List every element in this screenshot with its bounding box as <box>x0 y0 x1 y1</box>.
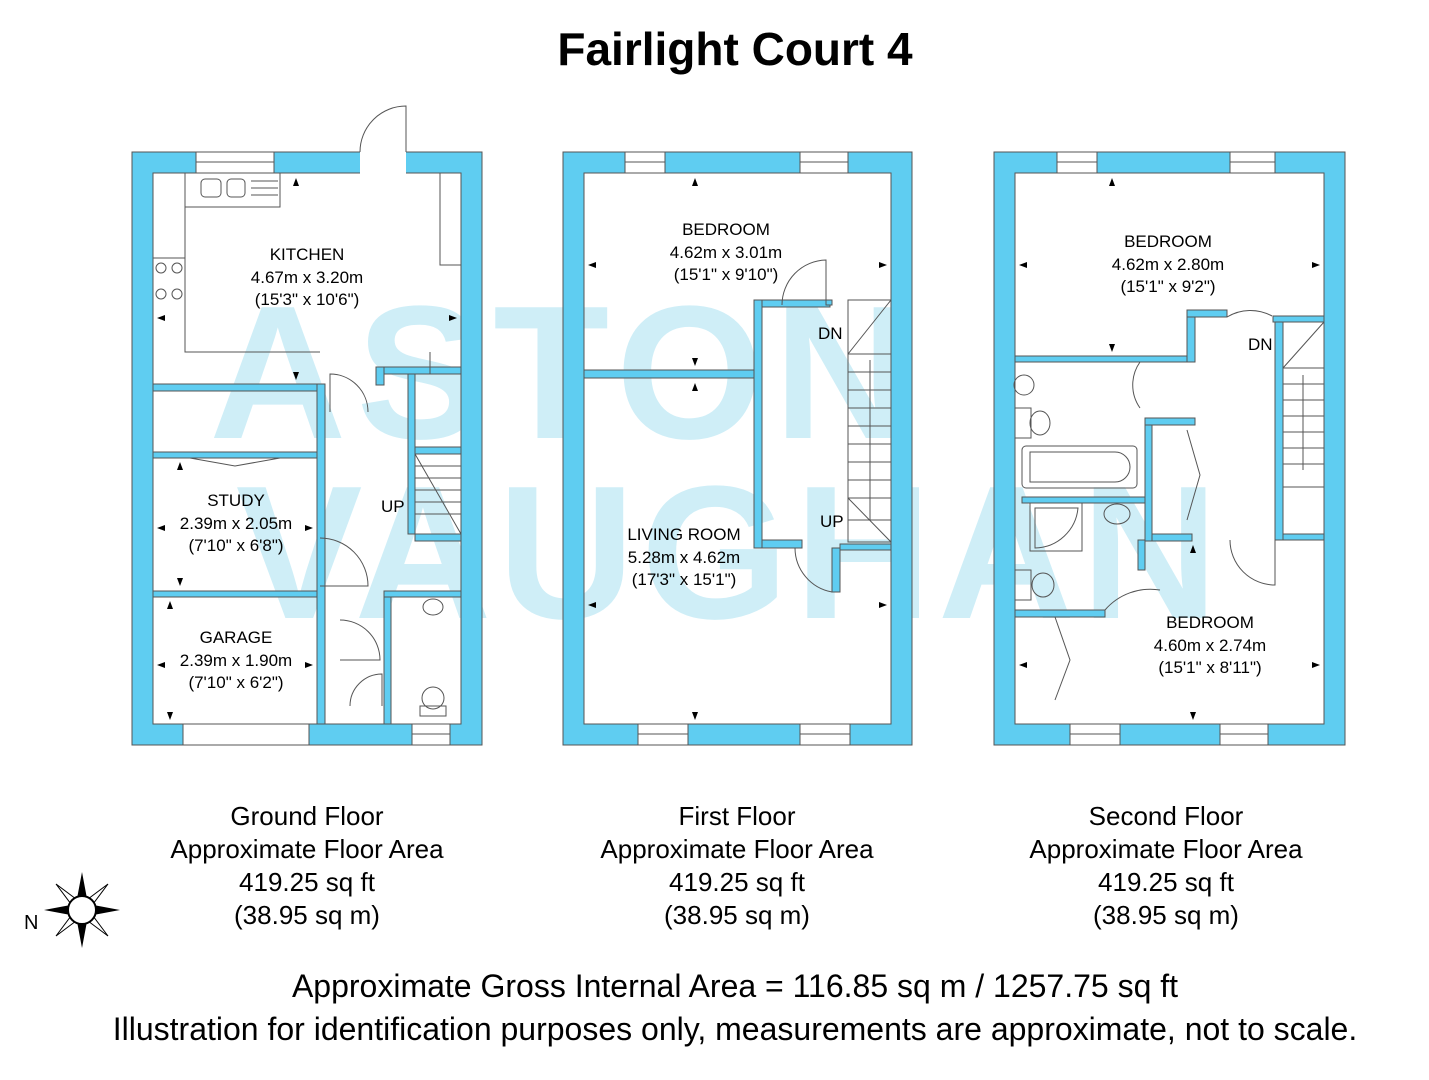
room-size-imperial: (15'3" x 10'6") <box>255 290 360 309</box>
room-name: LIVING ROOM <box>627 525 740 544</box>
first-floor-outer-wall <box>562 151 913 746</box>
floor-area-sqft: 419.25 sq ft <box>669 867 805 897</box>
room-name: KITCHEN <box>270 245 345 264</box>
room-size-metric: 4.62m x 2.80m <box>1112 255 1224 274</box>
room-size-metric: 4.62m x 3.01m <box>670 243 782 262</box>
floor-name: Ground Floor <box>230 801 384 831</box>
room-size-imperial: (7'10" x 6'2") <box>188 673 283 692</box>
stair-label-down: DN <box>818 324 843 343</box>
floor-area-label: Approximate Floor Area <box>170 834 444 864</box>
second-floor-plan: DN BEDROOM 4.62m x 2.80m (15'1" x 9'2") … <box>993 151 1346 746</box>
room-size-imperial: (7'10" x 6'8") <box>188 536 283 555</box>
room-name: BEDROOM <box>682 220 770 239</box>
plan-title: Fairlight Court 4 <box>557 23 913 75</box>
room-size-imperial: (17'3" x 15'1") <box>632 570 737 589</box>
ground-floor-plan: UP KITCHEN 4.67m x 3.20m (15'3" x 10'6")… <box>131 105 483 746</box>
room-size-metric: 5.28m x 4.62m <box>628 548 740 567</box>
ground-floor-caption: Ground Floor Approximate Floor Area 419.… <box>107 800 507 932</box>
room-size-metric: 4.67m x 3.20m <box>251 268 363 287</box>
room-size-imperial: (15'1" x 9'10") <box>674 265 779 284</box>
first-floor-plan: DN UP BEDROOM 4.62m x 3.01m (15'1" x 9'1… <box>562 151 913 746</box>
floor-area-sqft: 419.25 sq ft <box>239 867 375 897</box>
floor-area-label: Approximate Floor Area <box>600 834 874 864</box>
first-floor-caption: First Floor Approximate Floor Area 419.2… <box>537 800 937 932</box>
room-name: BEDROOM <box>1124 232 1212 251</box>
room-size-metric: 2.39m x 2.05m <box>180 514 292 533</box>
room-name: GARAGE <box>200 628 273 647</box>
disclaimer: Illustration for identification purposes… <box>112 1011 1358 1047</box>
floor-area-sqft: 419.25 sq ft <box>1098 867 1234 897</box>
compass-north-label: N <box>24 912 38 934</box>
stair-label-up: UP <box>820 512 844 531</box>
compass-rose-icon <box>44 872 120 948</box>
room-size-imperial: (15'1" x 8'11") <box>1158 658 1261 677</box>
floor-name: Second Floor <box>1088 801 1244 831</box>
stair-label-up: UP <box>381 497 405 516</box>
room-size-metric: 2.39m x 1.90m <box>180 651 292 670</box>
floor-area-sqm: (38.95 sq m) <box>1093 900 1239 930</box>
room-name: BEDROOM <box>1166 613 1254 632</box>
second-floor-caption: Second Floor Approximate Floor Area 419.… <box>966 800 1366 932</box>
floor-name: First Floor <box>678 801 796 831</box>
stair-label-down: DN <box>1248 335 1273 354</box>
floor-area-label: Approximate Floor Area <box>1029 834 1303 864</box>
floor-area-sqm: (38.95 sq m) <box>234 900 380 930</box>
second-floor-outer-wall <box>993 151 1346 746</box>
room-name: STUDY <box>207 491 265 510</box>
dimension-arrows <box>157 178 1320 720</box>
room-size-metric: 4.60m x 2.74m <box>1154 636 1266 655</box>
garage-door <box>182 723 310 746</box>
floor-area-sqm: (38.95 sq m) <box>664 900 810 930</box>
room-size-imperial: (15'1" x 9'2") <box>1120 277 1215 296</box>
gross-internal-area: Approximate Gross Internal Area = 116.85… <box>291 968 1179 1004</box>
